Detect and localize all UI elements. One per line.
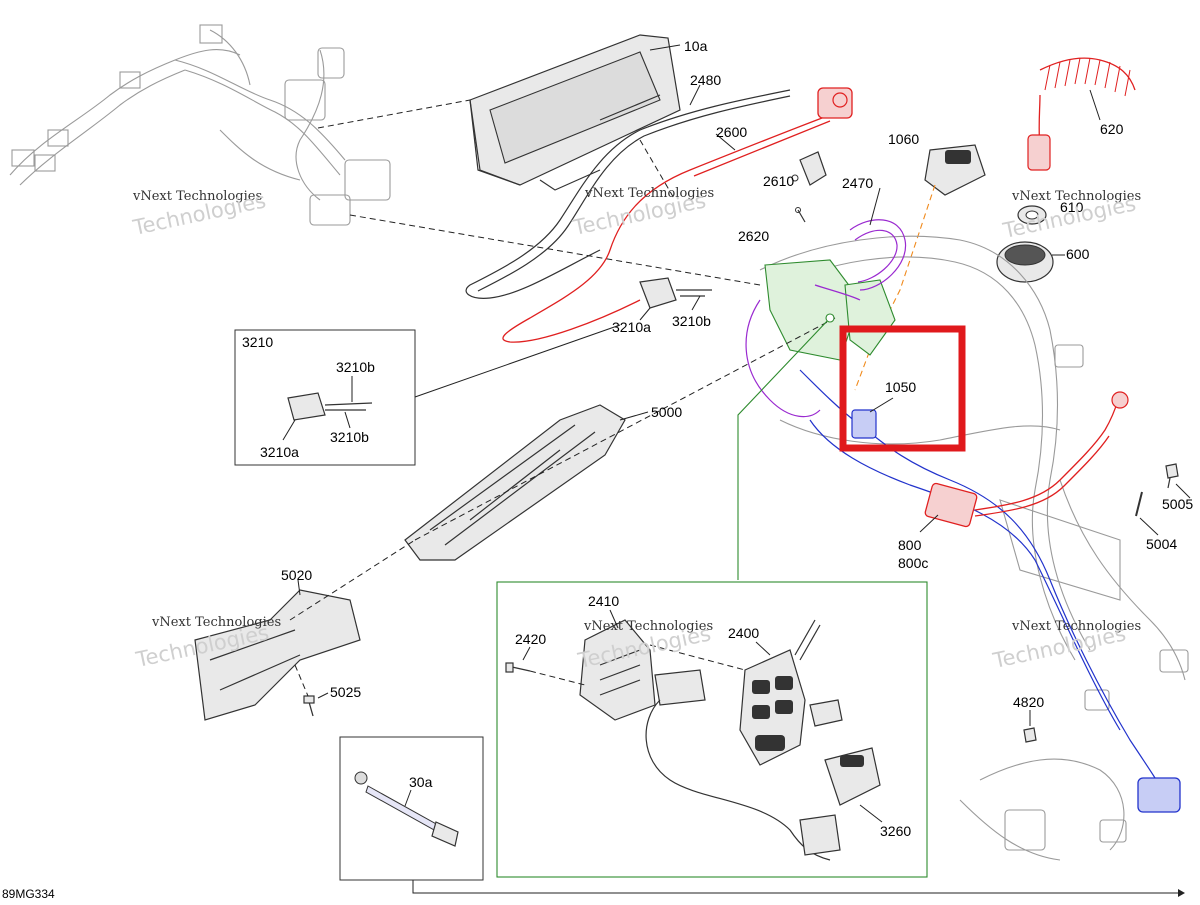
- leader-detail-green: [737, 317, 831, 580]
- part-10a-cluster[interactable]: [469, 34, 681, 191]
- leader-5005: [1175, 483, 1191, 499]
- inset-3210a: 3210a: [260, 444, 299, 460]
- leader-5020-dash: [289, 539, 416, 621]
- label-2600: 2600: [716, 124, 747, 140]
- leader-800: [919, 514, 939, 533]
- label-4820: 4820: [1013, 694, 1044, 710]
- part-2480-cable[interactable]: [465, 89, 791, 299]
- leader-2610-dash: [639, 139, 676, 201]
- part-5025-screw[interactable]: [303, 695, 315, 717]
- label-800c: 800c: [898, 555, 928, 571]
- watermark-small-3: vNext Technologies: [1011, 189, 1141, 204]
- leader-2600: [715, 133, 736, 151]
- leader-5000: [619, 411, 649, 421]
- label-5000: 5000: [651, 404, 682, 420]
- part-620-coiled-cable[interactable]: [1027, 57, 1136, 171]
- leader-3210b: [691, 295, 701, 311]
- label-600: 600: [1066, 246, 1090, 262]
- label-2470: 2470: [842, 175, 873, 191]
- part-5004-bolt[interactable]: [1135, 491, 1143, 517]
- leader-5004: [1139, 517, 1159, 536]
- label-10a: 10a: [684, 38, 708, 54]
- main-harness: [745, 219, 1189, 861]
- part-3260-switch[interactable]: [799, 747, 881, 856]
- part-2420-screw[interactable]: [505, 662, 531, 673]
- label-2400: 2400: [728, 625, 759, 641]
- part-2610-clip[interactable]: [791, 151, 827, 186]
- part-5020-bracket[interactable]: [194, 589, 361, 721]
- leader-10a-harness: [317, 99, 471, 129]
- watermark-small-4: vNext Technologies: [151, 615, 281, 630]
- watermark-small-2: vNext Technologies: [584, 186, 714, 201]
- leader-2400: [755, 641, 771, 656]
- part-5000-console[interactable]: [404, 404, 626, 561]
- highlight-box-1050: [839, 325, 966, 452]
- leader-2410: [609, 609, 619, 629]
- leader-10a: [649, 44, 681, 51]
- part-2600-red-cable[interactable]: [502, 87, 853, 343]
- label-1050: 1050: [885, 379, 916, 395]
- watermark-small-5: vNext Technologies: [583, 619, 713, 634]
- watermark-small-1: vNext Technologies: [132, 189, 262, 204]
- leader-2420-dash: [529, 670, 586, 686]
- label-30a: 30a: [409, 774, 433, 790]
- label-5025: 5025: [330, 684, 361, 700]
- label-5004: 5004: [1146, 536, 1177, 552]
- label-2420: 2420: [515, 631, 546, 647]
- part-2410-housing[interactable]: [579, 619, 656, 721]
- leader-1050: [869, 397, 894, 413]
- detail-origin-marker: [825, 313, 835, 323]
- part-5005-nut[interactable]: [1165, 463, 1179, 489]
- inset-3210: 3210 3210b 3210a 3210b: [234, 329, 416, 466]
- label-3210b: 3210b: [672, 313, 711, 329]
- label-2610: 2610: [763, 173, 794, 189]
- label-5020: 5020: [281, 567, 312, 583]
- leader-5025: [317, 692, 329, 699]
- part-3210-connector[interactable]: [639, 277, 712, 309]
- leader-2420: [522, 646, 531, 661]
- leader-inset-3210: [414, 324, 621, 398]
- label-1060: 1060: [888, 131, 919, 147]
- leader-3210a: [639, 307, 651, 321]
- leader-5000-dash: [414, 317, 836, 541]
- part-4820-nut[interactable]: [1023, 727, 1037, 743]
- label-2410: 2410: [588, 593, 619, 609]
- label-2620: 2620: [738, 228, 769, 244]
- leader-30a-arrow: [412, 880, 1178, 894]
- arrow-head-icon: [1178, 889, 1185, 897]
- part-2620-screw[interactable]: [795, 207, 806, 223]
- inset-3210b-top: 3210b: [336, 359, 375, 375]
- label-800: 800: [898, 537, 922, 553]
- leader-5020: [297, 579, 301, 596]
- detail-box-switches: [496, 581, 928, 878]
- label-610: 610: [1060, 199, 1084, 215]
- label-2480: 2480: [690, 72, 721, 88]
- diagram-code: 89MG334: [2, 887, 55, 900]
- leader-30a: [404, 789, 412, 807]
- part-600-ignition[interactable]: [996, 241, 1054, 283]
- leader-620: [1089, 89, 1101, 121]
- ghost-harness-top-left: [9, 24, 391, 226]
- leader-2480: [689, 84, 701, 106]
- leader-3260: [859, 804, 883, 823]
- label-3260: 3260: [880, 823, 911, 839]
- leader-harness-main: [349, 214, 761, 286]
- inset-3210-title: 3210: [242, 334, 273, 350]
- leader-5025-dash: [294, 664, 309, 697]
- label-3210a: 3210a: [612, 319, 651, 335]
- watermark-small-6: vNext Technologies: [1011, 619, 1141, 634]
- inset-30a: 30a: [339, 736, 484, 881]
- inset-3210b-bottom: 3210b: [330, 429, 369, 445]
- leader-2400-dash: [649, 644, 746, 671]
- label-620: 620: [1100, 121, 1124, 137]
- part-1060-switch[interactable]: [924, 144, 986, 196]
- part-610-nut[interactable]: [1017, 205, 1047, 225]
- part-2400-switch-pack[interactable]: [645, 619, 843, 861]
- label-5005: 5005: [1162, 496, 1193, 512]
- leader-2470: [869, 187, 881, 226]
